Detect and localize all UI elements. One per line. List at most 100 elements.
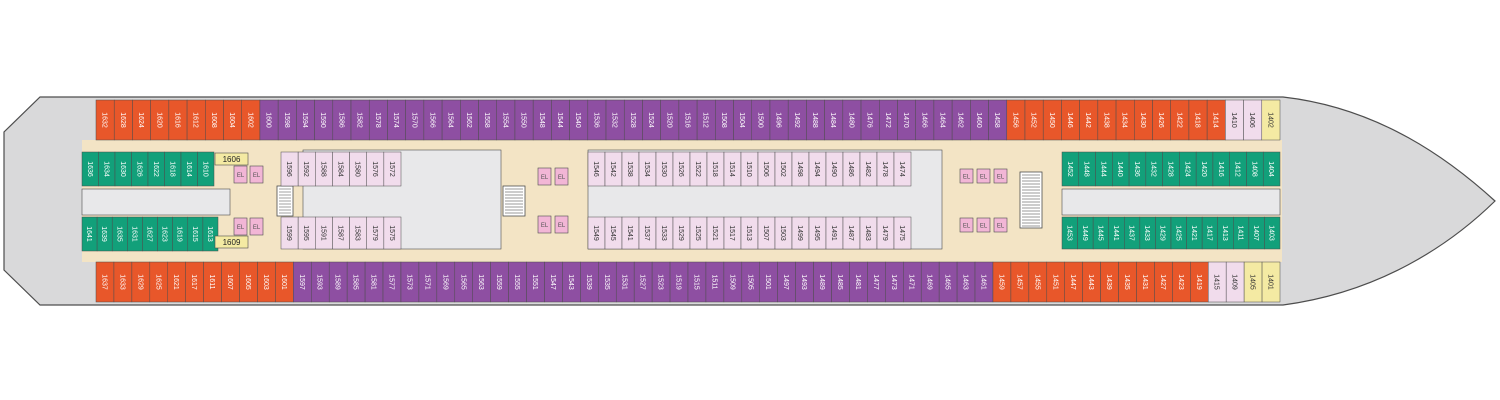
cabin-outer-starboard[interactable]: 1611 <box>203 261 222 303</box>
cabin-outer-starboard[interactable]: 1423 <box>1172 261 1191 303</box>
cabin-outer-port[interactable]: 1582 <box>350 99 370 141</box>
cabin-outer-port[interactable]: 1598 <box>277 99 297 141</box>
cabin-inner-aft[interactable]: 1639 <box>96 216 113 252</box>
cabin-outer-port[interactable]: 1446 <box>1061 99 1080 141</box>
cabin-outer-starboard[interactable]: 1405 <box>1243 261 1263 303</box>
cabin-outer-port[interactable]: 1628 <box>113 99 133 141</box>
cabin-highlight[interactable]: 1609 <box>214 235 249 249</box>
cabin-outer-port[interactable]: 1564 <box>441 99 461 141</box>
cabin-inner-center[interactable]: 1478 <box>876 151 895 187</box>
cabin-inner-aft[interactable]: 1641 <box>81 216 98 252</box>
cabin-inner-fwd[interactable]: 1424 <box>1179 151 1197 187</box>
cabin-inner-fwd[interactable]: 1403 <box>1264 216 1281 250</box>
cabin-outer-starboard[interactable]: 1531 <box>615 261 635 303</box>
cabin-outer-starboard[interactable]: 1457 <box>1010 261 1030 303</box>
cabin-inner-fwd[interactable]: 1408 <box>1246 151 1264 187</box>
cabin-outer-port[interactable]: 1512 <box>696 99 716 141</box>
cabin-inner-center[interactable]: 1538 <box>621 151 640 187</box>
cabin-outer-port[interactable]: 1540 <box>569 99 589 141</box>
cabin-outer-port[interactable]: 1472 <box>879 99 898 141</box>
cabin-outer-starboard[interactable]: 1519 <box>669 261 689 303</box>
cabin-outer-starboard[interactable]: 1551 <box>526 261 545 303</box>
cabin-inner-mid[interactable]: 1599 <box>280 216 299 250</box>
cabin-outer-port[interactable]: 1602 <box>241 99 261 141</box>
cabin-inner-aft[interactable]: 1626 <box>131 151 149 187</box>
cabin-inner-fwd[interactable]: 1433 <box>1139 216 1156 250</box>
cabin-inner-aft[interactable]: 1610 <box>197 151 215 187</box>
cabin-outer-port[interactable]: 1426 <box>1152 99 1171 141</box>
cabin-outer-port[interactable]: 1500 <box>751 99 771 141</box>
cabin-outer-port[interactable]: 1496 <box>769 99 789 141</box>
cabin-outer-starboard[interactable]: 1431 <box>1136 261 1155 303</box>
cabin-outer-starboard[interactable]: 1415 <box>1207 261 1227 303</box>
cabin-outer-port[interactable]: 1554 <box>496 99 516 141</box>
cabin-outer-starboard[interactable]: 1465 <box>938 261 958 303</box>
cabin-inner-aft[interactable]: 1635 <box>111 216 128 252</box>
cabin-outer-starboard[interactable]: 1409 <box>1225 261 1245 303</box>
cabin-inner-center[interactable]: 1525 <box>689 216 708 250</box>
cabin-outer-port[interactable]: 1480 <box>842 99 862 141</box>
cabin-inner-mid[interactable]: 1592 <box>297 151 316 187</box>
cabin-outer-starboard[interactable]: 1637 <box>95 261 115 303</box>
cabin-inner-center[interactable]: 1521 <box>706 216 725 250</box>
cabin-outer-starboard[interactable]: 1523 <box>651 261 671 303</box>
cabin-outer-starboard[interactable]: 1589 <box>328 261 348 303</box>
cabin-inner-fwd[interactable]: 1404 <box>1262 151 1281 187</box>
cabin-inner-center[interactable]: 1482 <box>859 151 878 187</box>
cabin-inner-mid[interactable]: 1576 <box>366 151 385 187</box>
cabin-outer-port[interactable]: 1624 <box>132 99 151 141</box>
cabin-outer-port[interactable]: 1470 <box>897 99 916 141</box>
cabin-outer-starboard[interactable]: 1455 <box>1028 261 1048 303</box>
cabin-outer-port[interactable]: 1604 <box>223 99 242 141</box>
cabin-outer-starboard[interactable]: 1629 <box>131 261 151 303</box>
cabin-outer-port[interactable]: 1460 <box>970 99 989 141</box>
cabin-outer-port[interactable]: 1456 <box>1006 99 1026 141</box>
cabin-outer-starboard[interactable]: 1473 <box>885 261 904 303</box>
cabin-outer-port[interactable]: 1414 <box>1206 99 1226 141</box>
cabin-inner-mid[interactable]: 1596 <box>280 151 299 187</box>
cabin-inner-mid[interactable]: 1579 <box>366 216 385 250</box>
cabin-outer-starboard[interactable]: 1573 <box>400 261 420 303</box>
cabin-outer-starboard[interactable]: 1459 <box>992 261 1012 303</box>
cabin-outer-port[interactable]: 1632 <box>95 99 115 141</box>
cabin-inner-aft[interactable]: 1622 <box>147 151 165 187</box>
cabin-inner-fwd[interactable]: 1421 <box>1186 216 1203 250</box>
cabin-inner-center[interactable]: 1474 <box>893 151 912 187</box>
cabin-outer-starboard[interactable]: 1497 <box>777 261 796 303</box>
cabin-outer-port[interactable]: 1438 <box>1097 99 1117 141</box>
cabin-outer-starboard[interactable]: 1539 <box>580 261 599 303</box>
cabin-inner-fwd[interactable]: 1407 <box>1248 216 1265 250</box>
cabin-outer-port[interactable]: 1452 <box>1024 99 1044 141</box>
cabin-outer-starboard[interactable]: 1535 <box>598 261 617 303</box>
cabin-inner-aft[interactable]: 1623 <box>157 216 173 252</box>
cabin-inner-fwd[interactable]: 1432 <box>1145 151 1163 187</box>
cabin-outer-port[interactable]: 1466 <box>915 99 935 141</box>
cabin-outer-port[interactable]: 1422 <box>1170 99 1190 141</box>
cabin-inner-aft[interactable]: 1619 <box>172 216 189 252</box>
cabin-outer-starboard[interactable]: 1447 <box>1064 261 1083 303</box>
cabin-outer-starboard[interactable]: 1481 <box>849 261 868 303</box>
cabin-inner-fwd[interactable]: 1449 <box>1077 216 1094 250</box>
cabin-outer-starboard[interactable]: 1505 <box>741 261 761 303</box>
cabin-outer-starboard[interactable]: 1471 <box>903 261 922 303</box>
cabin-inner-aft[interactable]: 1614 <box>180 151 198 187</box>
cabin-inner-center[interactable]: 1537 <box>638 216 657 250</box>
cabin-outer-starboard[interactable]: 1601 <box>275 261 294 303</box>
cabin-inner-fwd[interactable]: 1448 <box>1078 151 1096 187</box>
cabin-outer-port[interactable]: 1528 <box>623 99 643 141</box>
cabin-outer-starboard[interactable]: 1605 <box>239 261 258 303</box>
cabin-inner-center[interactable]: 1513 <box>740 216 759 250</box>
cabin-outer-port[interactable]: 1492 <box>787 99 807 141</box>
cabin-outer-starboard[interactable]: 1603 <box>257 261 276 303</box>
cabin-inner-center[interactable]: 1502 <box>774 151 793 187</box>
cabin-outer-starboard[interactable]: 1485 <box>831 261 850 303</box>
cabin-outer-starboard[interactable]: 1501 <box>759 261 778 303</box>
cabin-inner-center[interactable]: 1549 <box>587 216 606 250</box>
cabin-inner-center[interactable]: 1546 <box>587 151 606 187</box>
cabin-outer-port[interactable]: 1594 <box>296 99 315 141</box>
cabin-outer-port[interactable]: 1406 <box>1243 99 1263 141</box>
cabin-inner-center[interactable]: 1517 <box>723 216 742 250</box>
cabin-outer-starboard[interactable]: 1621 <box>167 261 186 303</box>
cabin-inner-mid[interactable]: 1595 <box>297 216 316 250</box>
cabin-outer-starboard[interactable]: 1607 <box>221 261 240 303</box>
